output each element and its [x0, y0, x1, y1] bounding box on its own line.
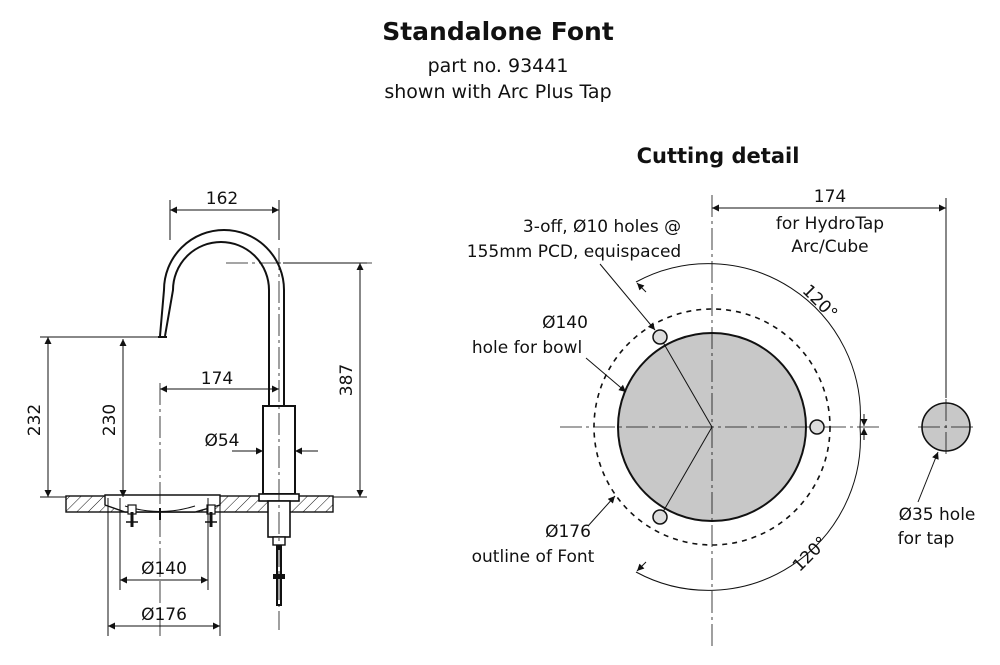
fixing-hole-top [652, 329, 668, 345]
mounting-bolt-right [205, 504, 217, 527]
cutting-detail-title: Cutting detail [637, 144, 800, 168]
cutting-detail: 174 for HydroTap Arc/Cube 3-off, Ø10 hol… [467, 187, 976, 650]
holes-label-line1: 3-off, Ø10 holes @ [523, 217, 681, 237]
tap-hole-label-line1: Ø35 hole [899, 505, 976, 525]
mounting-bolt-left [126, 504, 138, 527]
fixing-hole-bottom [652, 509, 668, 525]
angle-label-top: 120° [798, 281, 841, 324]
outline-label-line2: outline of Font [472, 547, 595, 567]
dim-spout-height-a: 232 [25, 404, 45, 436]
dim-tap-offset: 174 [814, 187, 846, 207]
hydrotap-label-line2: Arc/Cube [791, 237, 868, 257]
side-elevation: 162 174 Ø54 387 232 230 Ø140 Ø176 [25, 189, 372, 640]
dim-total-height: 387 [337, 364, 357, 396]
dim-body-diameter: Ø54 [204, 431, 239, 451]
bowl-label-line2: hole for bowl [472, 338, 582, 358]
bowl-label-line1: Ø140 [542, 313, 588, 333]
dim-bowl-diameter: Ø140 [141, 559, 187, 579]
tap-spout-outer [164, 241, 270, 406]
dim-reach: 174 [201, 369, 233, 389]
font-bowl-section [104, 494, 221, 513]
angle-label-bottom: 120° [789, 533, 832, 576]
dim-spout-height-b: 230 [100, 404, 120, 436]
hydrotap-label-line1: for HydroTap [776, 214, 884, 234]
dim-width-top: 162 [206, 189, 238, 209]
outline-label-line1: Ø176 [545, 522, 591, 542]
shown-with-caption: shown with Arc Plus Tap [384, 81, 611, 103]
tap-spout-inner [159, 229, 285, 406]
part-number: part no. 93441 [428, 55, 569, 77]
page-title: Standalone Font [382, 17, 614, 46]
tap-hole-label-line2: for tap [898, 529, 955, 549]
fixing-hole-right [809, 419, 825, 435]
holes-label-line2: 155mm PCD, equispaced [467, 242, 681, 262]
dim-outline-diameter: Ø176 [141, 605, 187, 625]
